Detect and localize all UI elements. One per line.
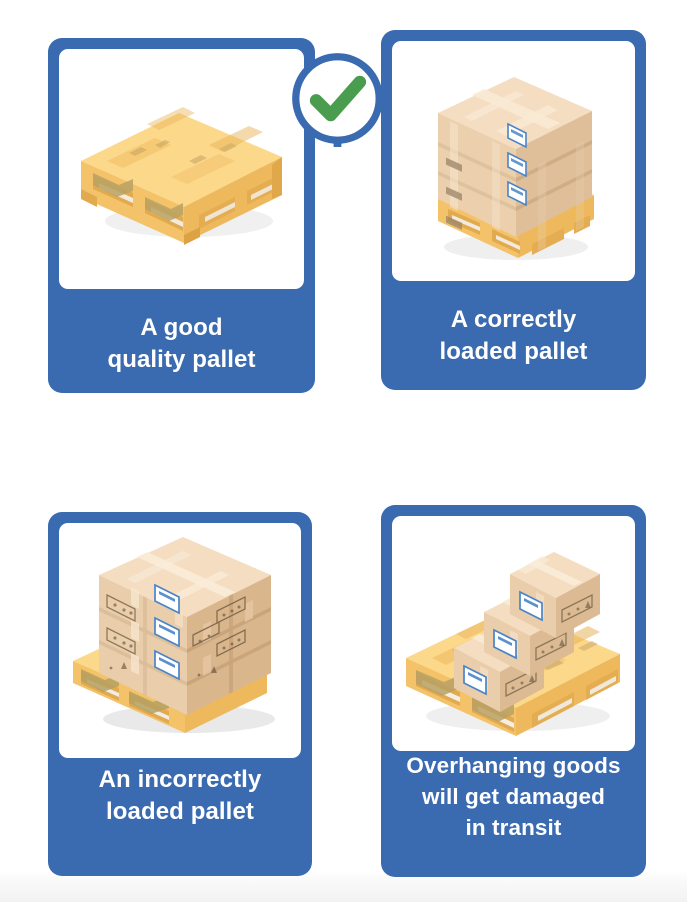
overhanging-goods-illustration	[392, 516, 635, 751]
caption-line: Overhanging goods	[406, 753, 621, 778]
caption-line: loaded pallet	[106, 798, 254, 825]
illustration-panel-good	[59, 49, 304, 289]
empty-pallet-illustration	[59, 49, 304, 289]
caption-line: will get damaged	[422, 784, 605, 809]
caption-line: quality pallet	[107, 346, 256, 373]
incorrectly-loaded-pallet-illustration	[59, 523, 301, 758]
caption-line: in transit	[465, 815, 562, 840]
illustration-panel-overhang	[392, 516, 635, 751]
card-caption-incorrect: An incorrectly loaded pallet	[48, 764, 312, 828]
illustration-panel-correct	[392, 41, 635, 281]
check-circle-icon	[289, 50, 386, 147]
card-caption-good: A good quality pallet	[48, 312, 315, 376]
correctly-loaded-pallet-illustration	[392, 41, 635, 281]
card-incorrectly-loaded-pallet: An incorrectly loaded pallet	[48, 512, 312, 876]
illustration-panel-incorrect	[59, 523, 301, 758]
caption-line: A correctly	[450, 306, 577, 333]
caption-line: loaded pallet	[439, 338, 588, 365]
caption-line: A good	[140, 314, 223, 341]
card-caption-correct: A correctly loaded pallet	[381, 304, 646, 368]
card-overhanging-goods: Overhanging goods will get damaged in tr…	[381, 505, 646, 877]
card-good-quality-pallet: A good quality pallet	[48, 38, 383, 393]
caption-line: An incorrectly	[98, 766, 262, 793]
card-correctly-loaded-pallet: A correctly loaded pallet	[381, 30, 646, 390]
card-caption-overhang: Overhanging goods will get damaged in tr…	[381, 750, 646, 843]
